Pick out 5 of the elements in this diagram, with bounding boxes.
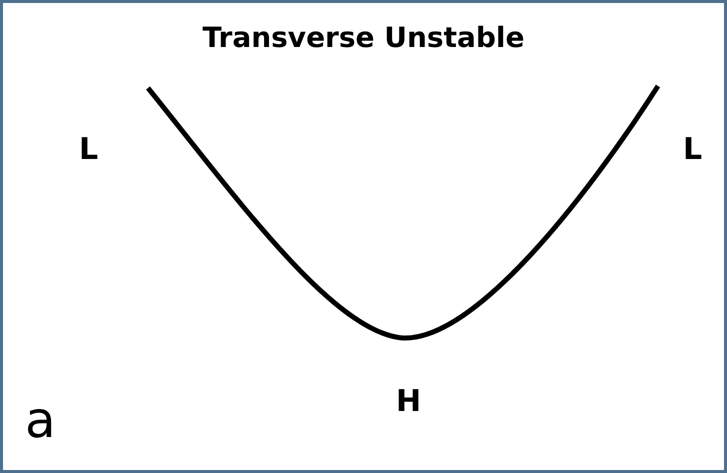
label: L: [683, 135, 702, 165]
label: L: [79, 135, 98, 165]
label: a: [25, 395, 56, 445]
title: Transverse Unstable: [201, 21, 526, 54]
label: H: [396, 387, 422, 417]
